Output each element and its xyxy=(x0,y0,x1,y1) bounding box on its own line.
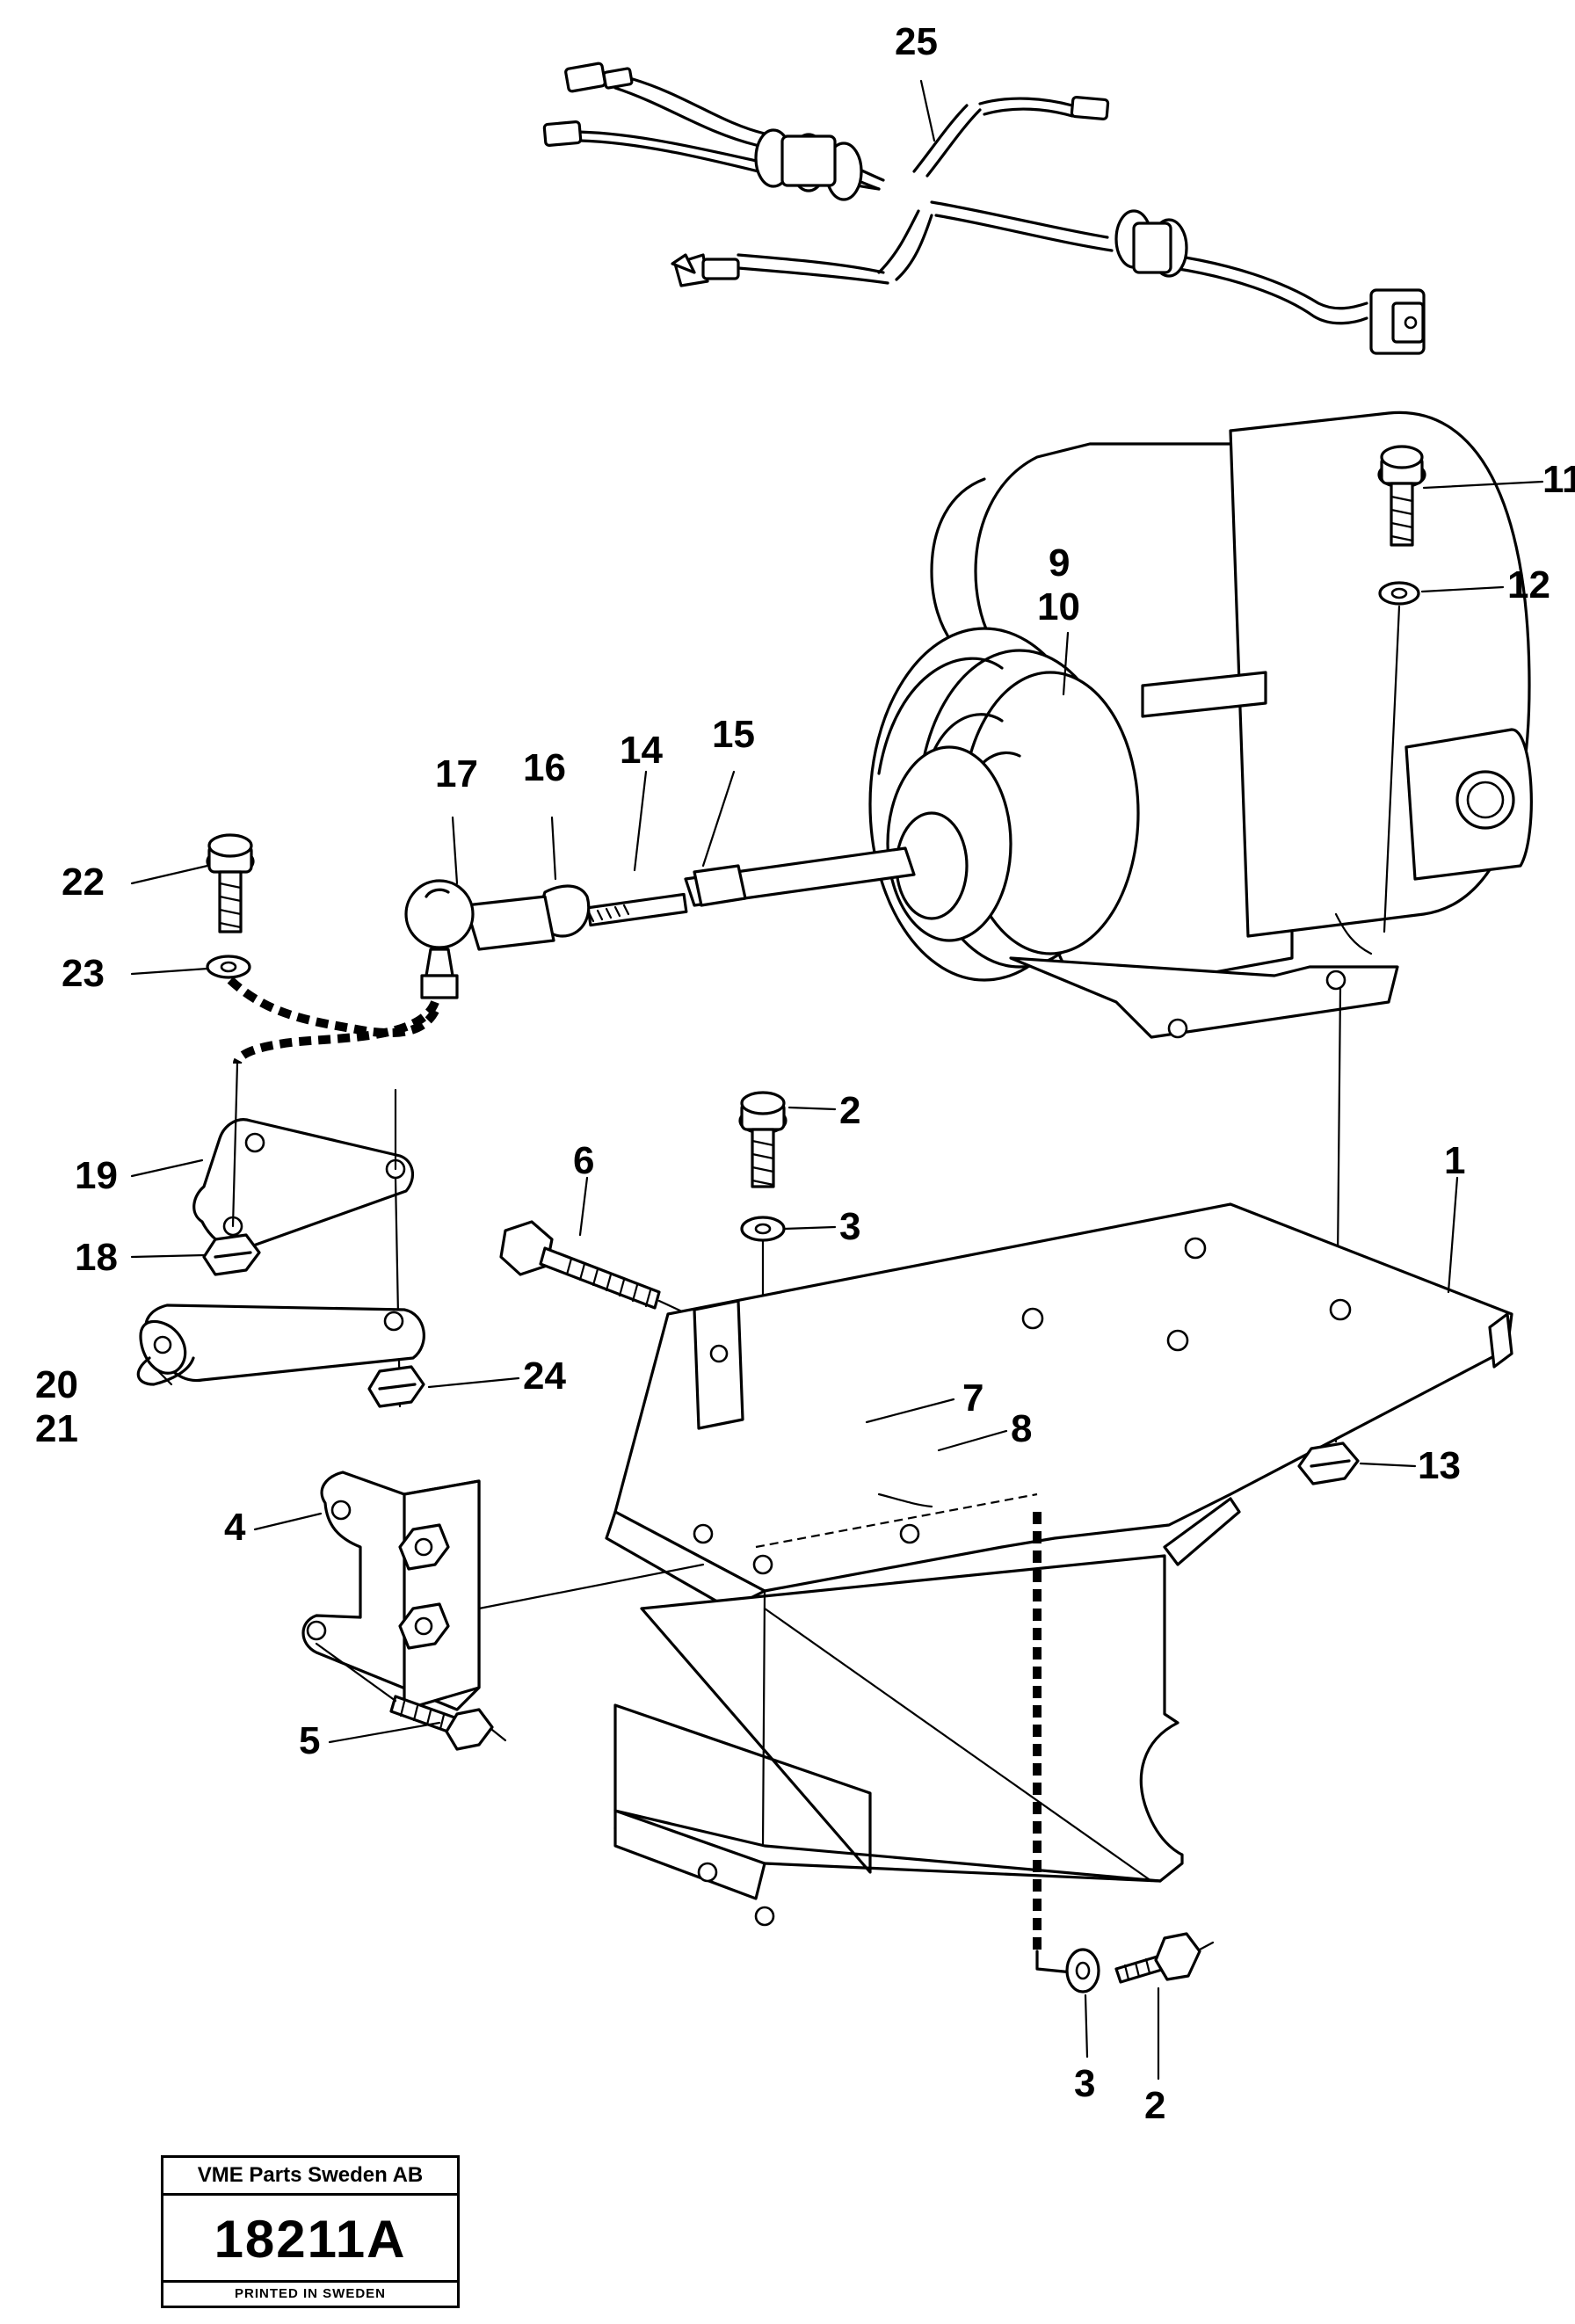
leader-lines xyxy=(130,480,1544,2081)
callout-17: 17 xyxy=(435,752,478,795)
callout-7: 7 xyxy=(962,1376,983,1420)
lever-19 xyxy=(192,1062,415,1251)
callout-24: 24 xyxy=(523,1354,566,1398)
link-dash-1 xyxy=(227,977,439,1038)
callout-8: 8 xyxy=(1011,1407,1032,1450)
callout-5: 5 xyxy=(299,1719,320,1762)
nut-13 xyxy=(1297,1442,1360,1485)
bracket-4 xyxy=(301,1471,705,1711)
washer-3-top xyxy=(740,1216,786,1242)
washer-3-bottom xyxy=(1065,1948,1100,1994)
stamp-printed-note: PRINTED IN SWEDEN xyxy=(163,2280,457,2306)
bolt-2-top xyxy=(738,1091,788,1188)
callout-16: 16 xyxy=(523,746,566,789)
stamp-company: VME Parts Sweden AB xyxy=(163,2158,457,2196)
washer-23 xyxy=(206,955,251,979)
callout-10: 10 xyxy=(1037,585,1080,628)
main-bracket xyxy=(605,1202,1513,1975)
plunger-rod xyxy=(464,846,916,951)
callout-15: 15 xyxy=(712,713,755,756)
callouts: 25 11 12 9 10 17 16 14 15 22 23 19 18 20… xyxy=(35,20,1575,2127)
nut-18 xyxy=(202,1233,261,1276)
callout-25: 25 xyxy=(895,20,938,63)
callout-20: 20 xyxy=(35,1363,78,1406)
callout-3-top: 3 xyxy=(839,1205,860,1248)
callout-14: 14 xyxy=(620,729,663,772)
callout-1: 1 xyxy=(1444,1139,1465,1182)
bolt-2-bottom xyxy=(1114,1932,1215,1984)
link-dash-2 xyxy=(233,999,439,1064)
callout-23: 23 xyxy=(62,952,105,995)
nut-24 xyxy=(367,1365,425,1408)
callout-22: 22 xyxy=(62,861,105,904)
solenoid-body xyxy=(868,410,1533,1039)
wiring-harness xyxy=(542,62,1426,355)
callout-4: 4 xyxy=(224,1506,246,1549)
title-stamp: VME Parts Sweden AB 18211A PRINTED IN SW… xyxy=(161,2155,460,2308)
callout-2-top: 2 xyxy=(839,1089,860,1132)
callout-13: 13 xyxy=(1418,1444,1461,1487)
stamp-drawing-number: 18211A xyxy=(214,2210,407,2269)
lever-20 xyxy=(136,1304,425,1386)
callout-12: 12 xyxy=(1507,563,1550,606)
bolt-5 xyxy=(315,1642,507,1751)
washer-12 xyxy=(1378,581,1420,606)
guide-line-11 xyxy=(1383,605,1401,933)
callout-18: 18 xyxy=(75,1236,118,1279)
callout-6: 6 xyxy=(573,1139,594,1182)
callout-19: 19 xyxy=(75,1154,118,1197)
callout-11: 11 xyxy=(1542,458,1575,501)
callout-9: 9 xyxy=(1049,541,1070,585)
bolt-22 xyxy=(206,833,255,933)
callout-3-bottom: 3 xyxy=(1074,2062,1095,2105)
bolt-11 xyxy=(1377,445,1426,547)
callout-2-bottom: 2 xyxy=(1144,2084,1165,2127)
ball-joint xyxy=(404,879,475,999)
callout-21: 21 xyxy=(35,1407,78,1450)
